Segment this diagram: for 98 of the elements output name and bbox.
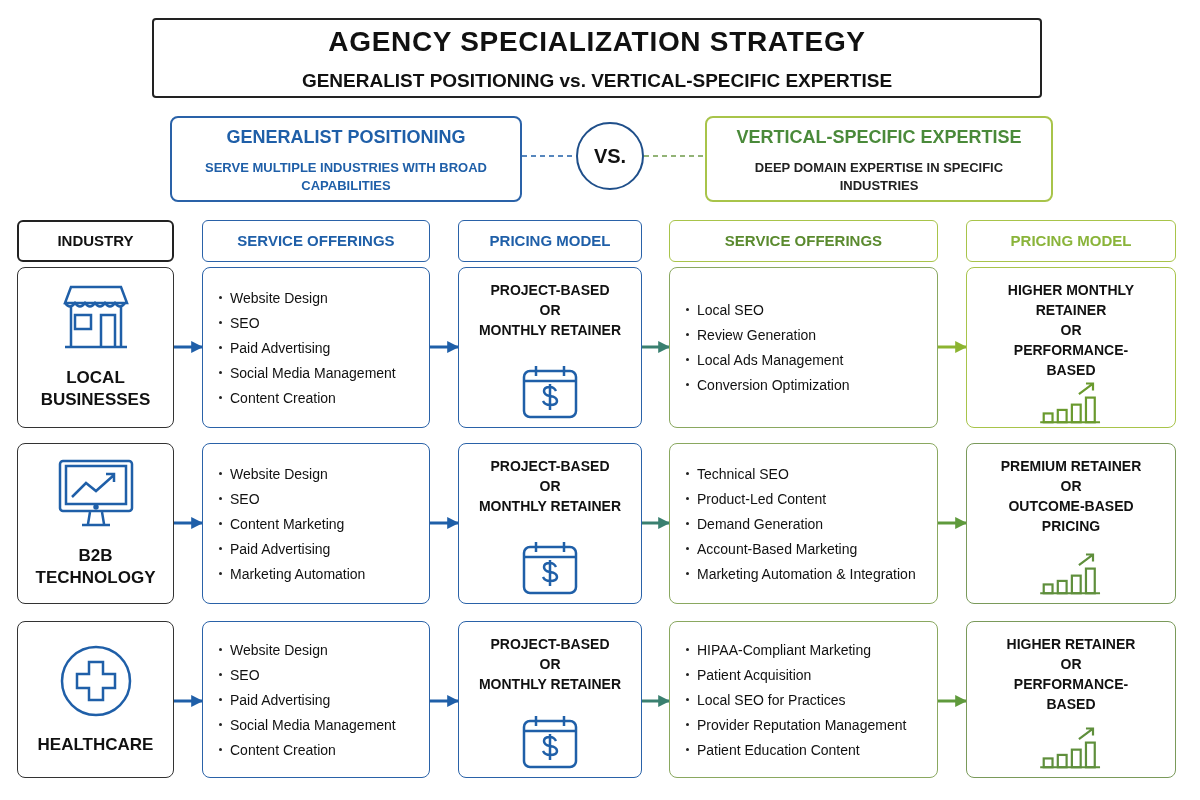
pricing-text: PREMIUM RETAINER	[999, 457, 1143, 476]
pricing-text: OUTCOME-BASED PRICING	[1007, 497, 1135, 536]
arrow	[174, 341, 204, 353]
arrow	[430, 695, 460, 707]
list-item: Content Marketing	[230, 514, 345, 534]
connector-line	[643, 155, 706, 157]
pricing-card	[966, 267, 1176, 428]
arrow	[938, 517, 968, 529]
list-item: SEO	[230, 489, 260, 509]
list-item: Local SEO for Practices	[697, 690, 846, 710]
pricing-text: PERFORMANCE-BASED	[1012, 675, 1130, 714]
pricing-card	[458, 267, 642, 428]
industry-name: LOCAL BUSINESSES	[39, 367, 152, 410]
service-list-card	[669, 621, 938, 778]
list-item: Content Creation	[230, 388, 336, 408]
industry-card	[17, 443, 174, 604]
service-list-card	[669, 267, 938, 428]
column-heading: SERVICE OFFERINGS	[237, 230, 395, 251]
pricing-card	[966, 621, 1176, 778]
arrow	[642, 341, 671, 353]
pricing-text: HIGHER RETAINER	[1005, 635, 1137, 654]
industry-name: B2B TECHNOLOGY	[34, 545, 157, 588]
industry-name: HEALTHCARE	[36, 733, 155, 756]
column-heading: PRICING MODEL	[1010, 230, 1132, 251]
column-header	[458, 220, 642, 262]
list-item: SEO	[230, 665, 260, 685]
title-box	[152, 18, 1042, 98]
pricing-text: OR	[538, 477, 562, 496]
list-item: Technical SEO	[697, 464, 789, 484]
positioning-heading: VERTICAL-SPECIFIC EXPERTISE	[736, 125, 1022, 149]
list-item: Website Design	[230, 464, 328, 484]
industry-card	[17, 621, 174, 778]
list-item: Patient Education Content	[697, 740, 860, 760]
arrow	[430, 341, 460, 353]
service-list-card	[202, 443, 430, 604]
pricing-card	[458, 443, 642, 604]
pricing-text: PROJECT-BASED	[489, 457, 611, 476]
arrow	[430, 517, 460, 529]
column-header	[966, 220, 1176, 262]
arrow	[174, 517, 204, 529]
list-item: Review Generation	[697, 326, 817, 345]
column-header	[202, 220, 430, 262]
list-item: Provider Reputation Management	[697, 715, 907, 735]
positioning-box	[705, 116, 1053, 202]
list-item: Marketing Automation & Integration	[697, 564, 916, 584]
list-item: Social Media Management	[230, 363, 396, 383]
pricing-text: MONTHLY RETAINER	[477, 675, 623, 694]
arrow	[938, 695, 968, 707]
list-item: Social Media Management	[230, 715, 396, 735]
list-item: Conversion Optimization	[697, 376, 850, 395]
list-item: Patient Acquisition	[697, 665, 812, 685]
column-header	[17, 220, 174, 262]
vs-label: VS.	[593, 144, 627, 169]
list-item: Account-Based Marketing	[697, 539, 858, 559]
pricing-card	[966, 443, 1176, 604]
list-item: Local Ads Management	[697, 351, 844, 370]
list-item: Website Design	[230, 288, 328, 308]
service-list-card	[202, 267, 430, 428]
pricing-text: OR	[538, 301, 562, 320]
pricing-card	[458, 621, 642, 778]
list-item: Marketing Automation	[230, 564, 366, 584]
pricing-text: OR	[1059, 655, 1083, 674]
positioning-description: DEEP DOMAIN EXPERTISE IN SPECIFIC INDUSTRIES	[753, 158, 1005, 195]
list-item: Demand Generation	[697, 514, 824, 534]
column-heading: PRICING MODEL	[489, 230, 611, 251]
list-item: Paid Advertising	[230, 338, 331, 358]
pricing-text: PERFORMANCE-BASED	[1012, 341, 1130, 380]
pricing-text: OR	[1059, 477, 1083, 496]
pricing-text: PROJECT-BASED	[489, 281, 611, 300]
pricing-text: OR	[538, 655, 562, 674]
industry-card	[17, 267, 174, 428]
list-item: HIPAA-Compliant Marketing	[697, 640, 872, 660]
pricing-text: MONTHLY RETAINER	[477, 497, 623, 516]
arrow	[642, 695, 671, 707]
pricing-text: HIGHER MONTHLY RETAINER	[1006, 281, 1136, 320]
subtitle: GENERALIST POSITIONING vs. VERTICAL-SPECIFIC EXPERTISE	[301, 68, 893, 93]
column-header	[669, 220, 938, 262]
service-list-card	[669, 443, 938, 604]
pricing-text: MONTHLY RETAINER	[477, 321, 623, 340]
positioning-description: SERVE MULTIPLE INDUSTRIES WITH BROAD CAPABILITIES	[204, 158, 488, 195]
pricing-text: PROJECT-BASED	[489, 635, 611, 654]
list-item: Product-Led Content	[697, 489, 827, 509]
list-item: Paid Advertising	[230, 539, 331, 559]
arrow	[174, 695, 204, 707]
list-item: Content Creation	[230, 740, 336, 760]
pricing-text: OR	[1059, 321, 1083, 340]
positioning-heading: GENERALIST POSITIONING	[226, 125, 466, 149]
positioning-box	[170, 116, 522, 202]
list-item: SEO	[230, 313, 260, 333]
column-heading: INDUSTRY	[57, 230, 134, 251]
title: AGENCY SPECIALIZATION STRATEGY	[328, 24, 866, 59]
arrow	[938, 341, 968, 353]
list-item: Paid Advertising	[230, 690, 331, 710]
list-item: Website Design	[230, 640, 328, 660]
column-heading: SERVICE OFFERINGS	[724, 230, 883, 251]
service-list-card	[202, 621, 430, 778]
list-item: Local SEO	[697, 301, 764, 320]
arrow	[642, 517, 671, 529]
